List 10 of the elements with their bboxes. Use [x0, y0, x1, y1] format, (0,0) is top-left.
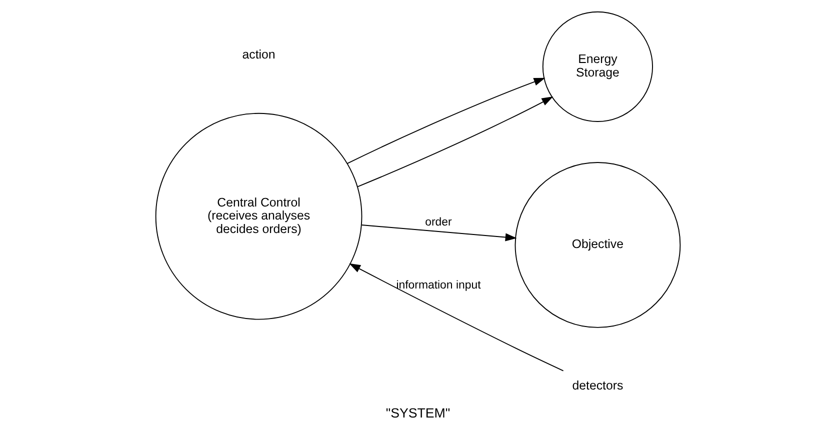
arrow	[357, 96, 554, 188]
edge-label: order	[425, 216, 452, 229]
caption: "SYSTEM"	[386, 406, 450, 421]
arrow	[349, 263, 564, 372]
arrow	[346, 78, 546, 164]
edge-label: information input	[396, 279, 481, 292]
node-circle: Objective	[514, 162, 681, 328]
arrow	[361, 224, 517, 242]
node-text: detectors	[572, 378, 624, 392]
label: action	[242, 47, 276, 62]
